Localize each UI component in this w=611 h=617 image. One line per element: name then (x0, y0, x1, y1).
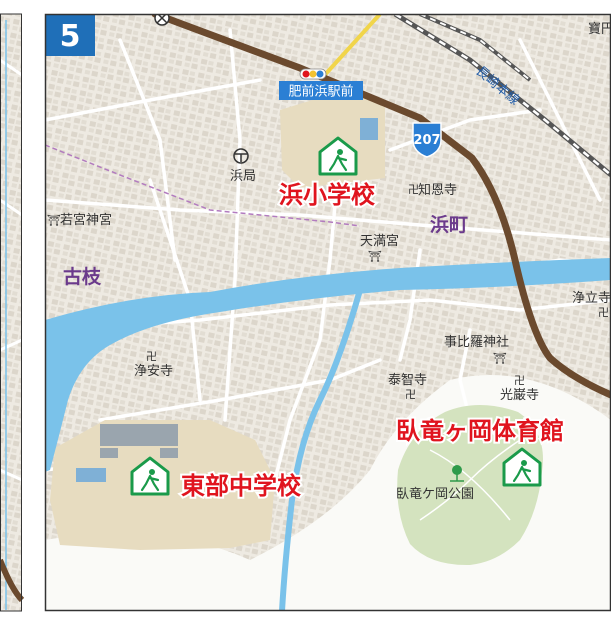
joryuji-label: 浄立寺 (572, 291, 611, 306)
district-boundary (45, 144, 361, 227)
kouganji-label: 光巌寺 (500, 388, 539, 403)
route-shield: 207 (412, 122, 442, 158)
panel-number-badge (45, 14, 95, 56)
chionji-label: 知恩寺 (418, 182, 457, 198)
joanji-label: 浄安寺 (134, 364, 173, 379)
torii-icon: ⛩ (368, 250, 382, 263)
adjacent-panel (0, 13, 25, 612)
hama-school-building (360, 118, 378, 140)
post-office-icon (233, 148, 249, 164)
post-office-label: 浜局 (230, 169, 256, 184)
hama-school-ground (280, 90, 385, 188)
taichiji-label: 泰智寺 (388, 373, 427, 388)
station-marker (299, 68, 327, 80)
evacuation-site-icon (318, 136, 358, 176)
station-road (320, 14, 382, 80)
facility-label-tobu-junior-high: 東部中学校 (181, 472, 302, 500)
main-road (151, 14, 611, 399)
panel-number: 5 (60, 19, 81, 54)
temple-icon: 卍 (514, 374, 525, 387)
district-label-hamamachi: 浜町 (430, 214, 468, 236)
park-paths (419, 439, 521, 521)
park-icon (450, 465, 464, 482)
temple-icon: 卍 (405, 388, 416, 401)
station-label-box (279, 81, 363, 100)
station-label: 肥前浜駅前 (288, 84, 353, 100)
facility-label-hama-elementary: 浜小学校 (279, 181, 376, 209)
route-number: 207 (413, 133, 440, 148)
park-label: 臥竜ケ岡公園 (396, 487, 474, 502)
ebisu-label: 事比羅神社 (444, 334, 509, 350)
tobu-school-pool (76, 468, 106, 482)
tenmangu-label: 天満宮 (360, 233, 399, 249)
evacuation-site-icon (130, 456, 170, 496)
canal (279, 289, 363, 611)
temple-icon: 卍 (408, 183, 419, 196)
evacuation-site-icon (502, 447, 542, 487)
district-label-koeda: 古枝 (63, 265, 102, 288)
torii-icon: ⛩ (47, 214, 61, 227)
wakamiya-label: 若宮神宮 (60, 212, 112, 228)
temple-icon: 卍 (598, 306, 609, 319)
north-marker-icon (154, 14, 170, 26)
tobu-school-buildings (100, 424, 178, 458)
corner-label: 寶円 (588, 21, 611, 37)
torii-icon: ⛩ (493, 352, 507, 365)
temple-icon: 卍 (146, 350, 157, 363)
railway (393, 14, 611, 177)
facility-label-garyugaoka-gym: 臥竜ヶ岡体育館 (396, 417, 564, 445)
river (45, 258, 611, 472)
park-area (397, 405, 543, 566)
